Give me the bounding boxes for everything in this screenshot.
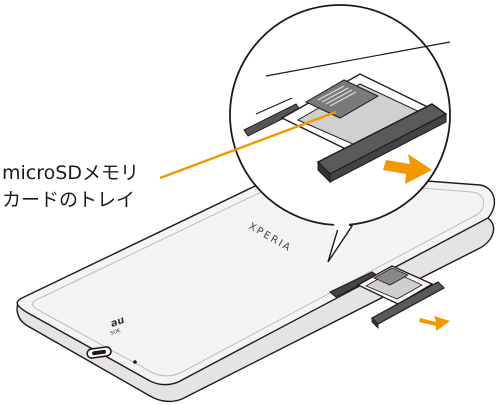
model-text: SOK [110,327,122,336]
callout-label: microSDメモリ カードのトレイ [2,160,172,214]
usb-port [86,346,112,359]
zoom-tray-large [280,73,448,184]
small-pull-arrow [419,316,450,331]
leader-line [159,110,337,180]
au-logo: au [109,315,126,330]
large-pull-arrow [383,154,432,184]
device-tray-small [329,265,445,329]
callout-label-line1: microSDメモリ [2,162,139,184]
callout-label-line2: カードのトレイ [2,189,136,211]
mic-hole [133,360,137,364]
